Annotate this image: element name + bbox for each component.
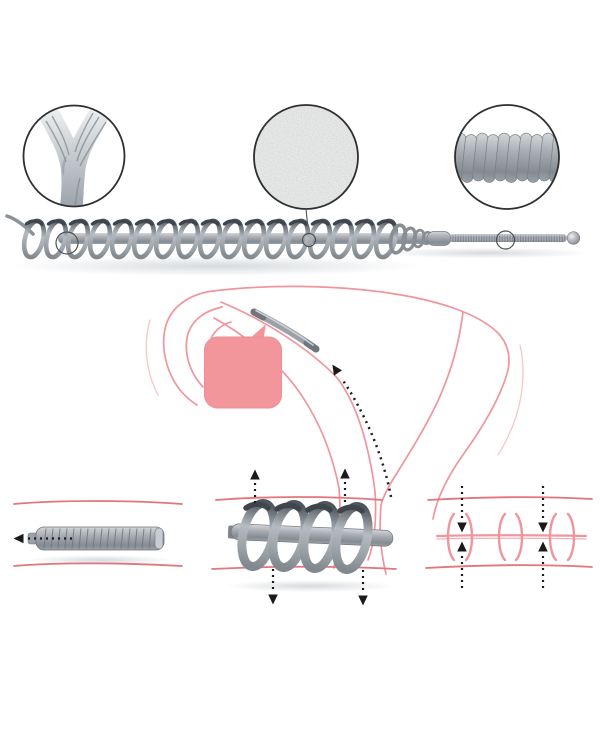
stage-expansion-panel [211, 468, 397, 606]
capsule-right-cap [154, 527, 164, 550]
tube-walls [425, 496, 593, 569]
magnifier-circle-outline [22, 104, 126, 208]
cavity-right-cervix-right [379, 311, 464, 575]
up-arrowhead-2 [538, 541, 548, 552]
expanded-coil [227, 499, 394, 574]
fimbria-curl-mid [185, 306, 223, 388]
tube-wall-top [215, 496, 383, 501]
encapsulated-coil [435, 512, 588, 562]
coil-shadow [225, 580, 395, 592]
up-arrowhead-1 [250, 469, 260, 480]
fiber-band-right [61, 106, 114, 206]
stage-tissue-ingrowth-panel [425, 486, 593, 588]
insertion-arrow-dotted-path [340, 378, 393, 498]
device-shadow [10, 256, 420, 276]
down-arrowhead-1 [268, 594, 278, 605]
coil-implant-device [5, 214, 590, 276]
stage-delivery-panel [13, 500, 183, 567]
device-ball-tip [566, 231, 581, 245]
coil-capsules [455, 132, 559, 183]
coil-axis-line [435, 534, 588, 538]
device-in-tube-end [250, 308, 267, 321]
uterus-faint-right-line [497, 344, 524, 456]
device-detail-markers [55, 230, 516, 255]
up-arrowhead-2 [340, 468, 350, 479]
device-in-tube [250, 308, 320, 353]
fiber-texture-icon [254, 105, 358, 209]
braided-fibers-icon [36, 106, 114, 206]
device-in-tube-highlight [255, 309, 314, 346]
coil-loop-dark-tops [243, 501, 365, 514]
delivery-arrow [13, 533, 72, 544]
fimbria-faint-arc [145, 319, 159, 396]
tight-coil-icon [455, 132, 559, 183]
down-arrowhead-2 [538, 522, 548, 533]
marker-texture-detail [301, 232, 317, 248]
uterus-outer-outline [212, 285, 510, 520]
tissue-arcs [446, 512, 576, 562]
down-arrowhead-2 [358, 595, 368, 606]
magnifier-braided-fibers [22, 104, 126, 208]
tube-wall-top [13, 500, 183, 505]
insertion-arrowhead [328, 361, 342, 376]
tube-wall-bottom [211, 565, 397, 570]
device-shadow-distal [380, 247, 590, 259]
callout-bubble [204, 324, 282, 409]
wound-device-capsule [27, 526, 165, 551]
marker-fiber-detail [55, 231, 79, 255]
expansion-arrows [250, 468, 368, 606]
capsule-shadow [28, 555, 172, 565]
callout-box [204, 336, 282, 409]
magnifier-fiber-texture [253, 104, 359, 234]
down-arrowhead-1 [457, 522, 467, 533]
tube-wall-top [427, 496, 593, 501]
ingrowth-arrows [457, 486, 548, 588]
insertion-arrow [328, 361, 393, 498]
device-proximal-tail [5, 214, 35, 236]
device-in-tube-tip [303, 339, 320, 353]
device-connector [426, 231, 452, 246]
coil-axis-line-2 [436, 537, 587, 540]
tube-wall-bottom [425, 564, 593, 569]
fimbria-curl-outer [162, 290, 214, 406]
left-arrowhead [13, 533, 24, 544]
device-inner-coil-wire [449, 234, 567, 242]
magnifier-circle-outline [454, 104, 560, 210]
magnifier-tight-coil [454, 104, 560, 210]
marker-coil-detail [495, 230, 516, 250]
up-arrowhead-1 [457, 541, 467, 552]
